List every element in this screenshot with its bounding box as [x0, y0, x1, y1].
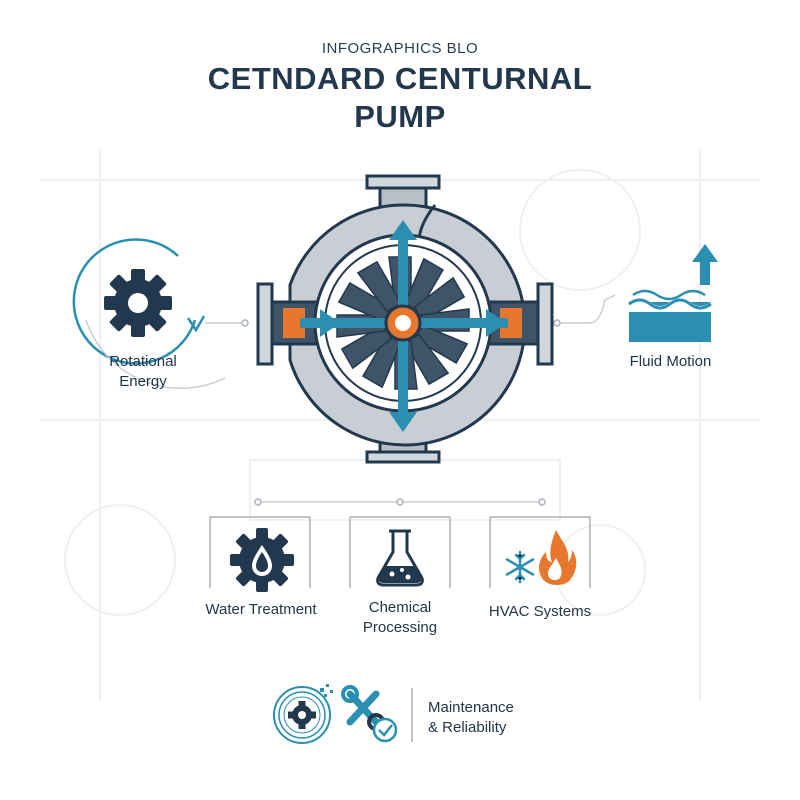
gear-icon [104, 269, 172, 337]
rotational-arc-outer [85, 319, 226, 389]
arc-arrowhead [186, 315, 206, 333]
rotational-arc [72, 238, 197, 365]
app-box-water [209, 516, 311, 588]
wrench-check-icon [341, 685, 398, 743]
rotational-energy-line-1: Rotational [109, 353, 177, 370]
header-kicker: INFOGRAPHICS BLO [321, 40, 479, 57]
left-connector-dot [241, 319, 249, 327]
water-gear-icon [230, 528, 294, 592]
title-line-1: CETNDARD CENTURNAL [207, 61, 593, 96]
chemical-line-2: Processing [362, 619, 438, 636]
app-label-water-treatment: Water Treatment [205, 601, 317, 618]
snowflake-icon [505, 550, 535, 584]
maintenance-line-1: Maintenance [428, 699, 514, 716]
app-label-chemical-processing: Chemical Processing [335, 598, 465, 638]
fire-icon [539, 530, 577, 585]
app-box-chemical [349, 516, 451, 588]
app-box-hvac [489, 516, 591, 588]
fluid-motion-icon [628, 244, 718, 342]
flask-icon [376, 529, 424, 587]
right-connector-dot [553, 319, 561, 327]
maintenance-label: Maintenance & Reliability [428, 698, 558, 738]
rotational-energy-line-2: Energy [119, 373, 167, 390]
maintenance-line-2: & Reliability [428, 719, 507, 736]
chemical-line-1: Chemical [368, 599, 432, 616]
rotational-energy-label: Rotational Energy [88, 352, 198, 392]
app-label-hvac-systems: HVAC Systems [488, 603, 592, 620]
right-connector [557, 294, 616, 324]
fluid-motion-label: Fluid Motion [629, 353, 712, 370]
title-line-2: PUMP [354, 99, 446, 134]
page-title: CETNDARD CENTURNAL PUMP [0, 60, 800, 136]
maintenance-logo [273, 684, 333, 744]
